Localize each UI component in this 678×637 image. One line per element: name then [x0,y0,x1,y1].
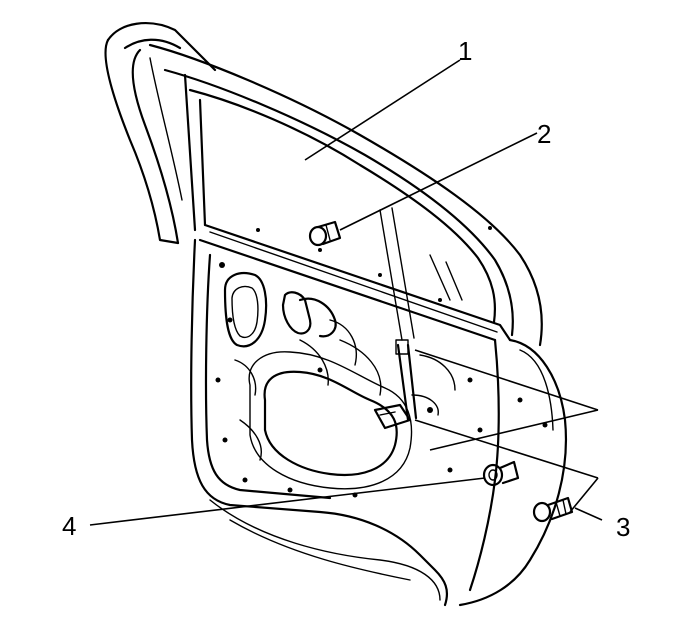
leader-line-3-bracket-lower [414,419,599,479]
leader-line-3-bracket-lower-b [569,477,599,513]
leader-line-3-bracket-upper-b [429,409,599,451]
door-belt-line [198,223,512,342]
callout-label-4: 4 [62,511,76,541]
door-access-opening [248,351,413,490]
leader-line-2 [339,132,538,231]
fastener-2-bolt-icon [308,220,342,247]
door-window-frame [148,43,543,347]
door-upper-stampings [223,272,382,461]
window-regulator [373,339,456,430]
mounting-holes [215,226,548,498]
leader-line-3-bracket-upper [414,349,599,411]
callout-label-2: 2 [537,119,551,149]
fastener-4-nut-icon [482,460,520,487]
window-run-channel [104,22,217,245]
leader-line-1 [304,59,461,161]
fastener-3-bolt-icon [532,496,574,523]
leader-line-4 [89,477,486,526]
callout-label-1: 1 [458,36,472,66]
leader-line-3 [574,507,603,521]
leader-lines [89,59,603,526]
callout-label-3: 3 [616,512,630,542]
